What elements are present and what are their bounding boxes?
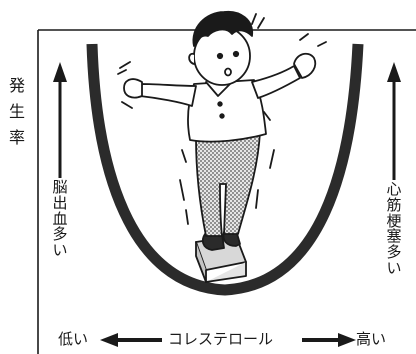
x-axis-low-label: 低い — [58, 330, 89, 348]
y-axis-title-char: 発 — [8, 76, 25, 95]
x-axis-high-label: 高い — [356, 330, 387, 348]
left-arrow-label: 脳 出 血 多 い — [50, 178, 70, 259]
x-axis-left-arrow — [100, 333, 162, 347]
left-label-char: 脳 — [52, 178, 68, 196]
y-axis-title: 発 生 率 — [6, 78, 28, 146]
right-label-char: 心 — [386, 180, 402, 198]
right-arrow-label: 心 筋 梗 塞 多 い — [384, 180, 404, 277]
x-axis-title: コレステロール — [168, 330, 274, 348]
right-label-char: 塞 — [386, 227, 402, 246]
balancing-man-illustration — [117, 10, 327, 283]
right-label-char: 多 — [386, 243, 402, 261]
x-axis-right-arrow — [302, 333, 356, 347]
y-axis-title-char: 生 — [8, 102, 25, 121]
left-up-arrow — [53, 62, 67, 178]
left-label-char: い — [52, 241, 68, 259]
right-label-char: 筋 — [386, 195, 402, 214]
left-label-char: 出 — [52, 193, 68, 212]
left-label-char: 多 — [52, 225, 68, 244]
y-axis-title-char: 率 — [8, 128, 25, 147]
right-up-arrow — [387, 62, 401, 180]
u-shaped-curve — [86, 43, 364, 296]
left-label-char: 血 — [52, 209, 68, 228]
right-label-char: 梗 — [386, 211, 402, 230]
right-label-char: い — [386, 258, 402, 277]
